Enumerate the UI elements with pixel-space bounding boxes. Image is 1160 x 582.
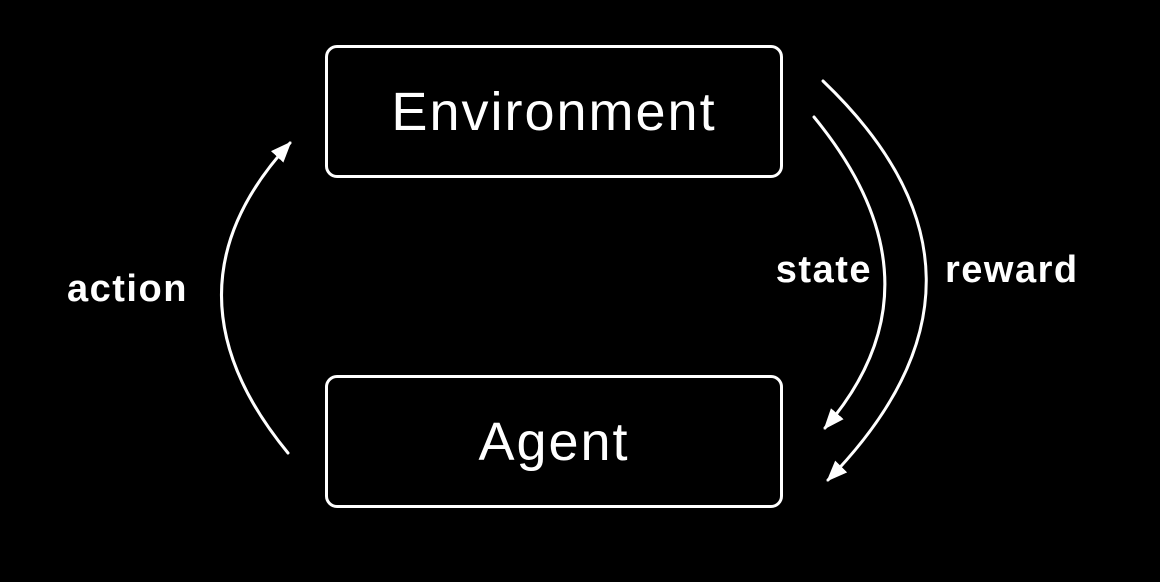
environment-node-label: Environment <box>391 81 717 142</box>
reward-edge-label: reward <box>945 249 1079 291</box>
agent-node: Agent <box>325 375 783 508</box>
environment-node: Environment <box>325 45 783 178</box>
state-edge-label: state <box>775 249 872 291</box>
action-edge-label: action <box>67 268 188 310</box>
agent-node-label: Agent <box>478 411 630 472</box>
action-arrow <box>220 141 292 455</box>
